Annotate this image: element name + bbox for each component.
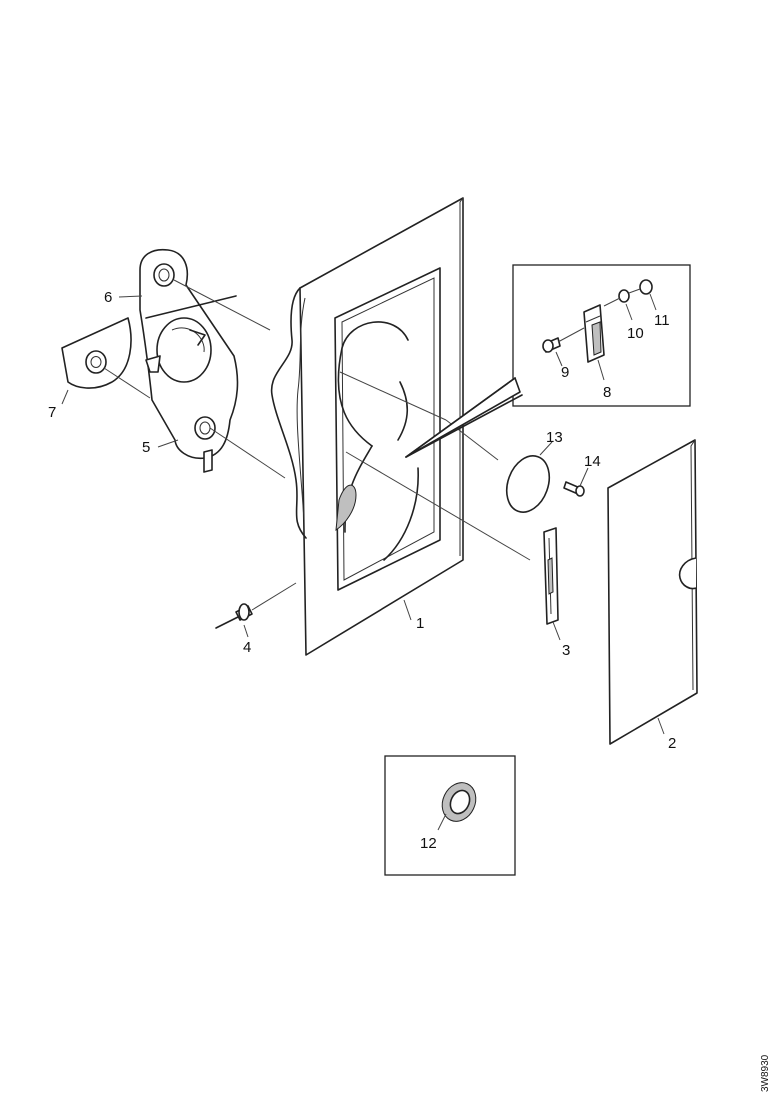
screw-part-14 [563,467,589,497]
detail-box-lower [384,755,516,876]
callout-7: 7 [48,404,56,421]
hinge-part-3 [543,527,561,641]
callout-11: 11 [654,312,670,329]
ring-part-13 [505,441,553,513]
callout-4: 4 [243,639,251,656]
plate-part-7 [61,317,132,389]
callout-10: 10 [627,325,644,342]
assembly-lines [103,279,531,561]
callout-2: 2 [668,735,676,752]
callout-leaders [61,295,665,735]
callout-8: 8 [603,384,611,401]
callout-3: 3 [562,642,570,659]
callout-6: 6 [104,289,112,306]
screw-part-9 [542,327,585,367]
grommet-part-12 [437,782,477,831]
rivet-part-4 [215,582,297,629]
callout-13: 13 [546,429,563,446]
callout-12: 12 [420,835,437,852]
callout-14: 14 [584,453,601,470]
striker-part-8 [583,304,605,381]
callout-5: 5 [142,439,150,456]
callout-9: 9 [561,364,569,381]
hinge-bracket-part-5-6 [139,248,239,473]
nut-part-11 [628,279,657,311]
detail-box-upper [405,264,691,458]
washer-part-10 [603,289,633,321]
cover-panel-part-2 [607,439,698,745]
callout-1: 1 [416,615,424,632]
door-panel-part-1 [270,197,464,656]
reference-number: 3W8930 [760,1054,771,1092]
